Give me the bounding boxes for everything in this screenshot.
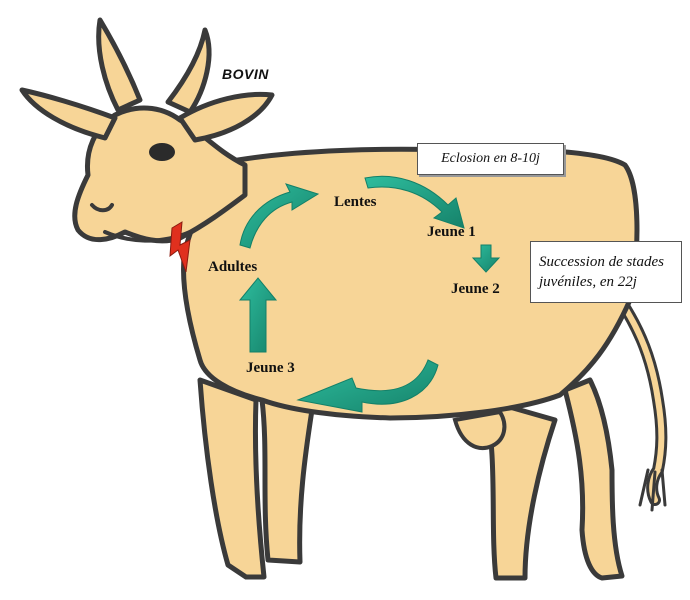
stage-label-juvenile-1: Jeune 1 <box>427 224 476 241</box>
front-left-leg <box>262 400 312 562</box>
right-horn <box>168 30 209 112</box>
front-right-leg <box>200 380 264 577</box>
succession-note-line-1: Succession de stades <box>539 252 681 272</box>
cow-eye <box>149 143 175 161</box>
left-horn <box>99 20 140 110</box>
hatching-note: Eclosion en 8-10j <box>417 143 564 175</box>
species-label: BOVIN <box>222 66 269 82</box>
left-ear <box>22 90 115 138</box>
succession-note: Succession de stades juvéniles, en 22j <box>530 241 682 303</box>
udder <box>455 412 504 448</box>
stage-label-juvenile-2: Jeune 2 <box>451 281 500 298</box>
stage-label-adults: Adultes <box>208 259 257 276</box>
stage-label-juvenile-3: Jeune 3 <box>246 360 295 377</box>
hind-right-leg <box>565 380 622 578</box>
succession-note-line-2: juvéniles, en 22j <box>539 272 681 292</box>
stage-label-eggs: Lentes <box>334 194 377 211</box>
